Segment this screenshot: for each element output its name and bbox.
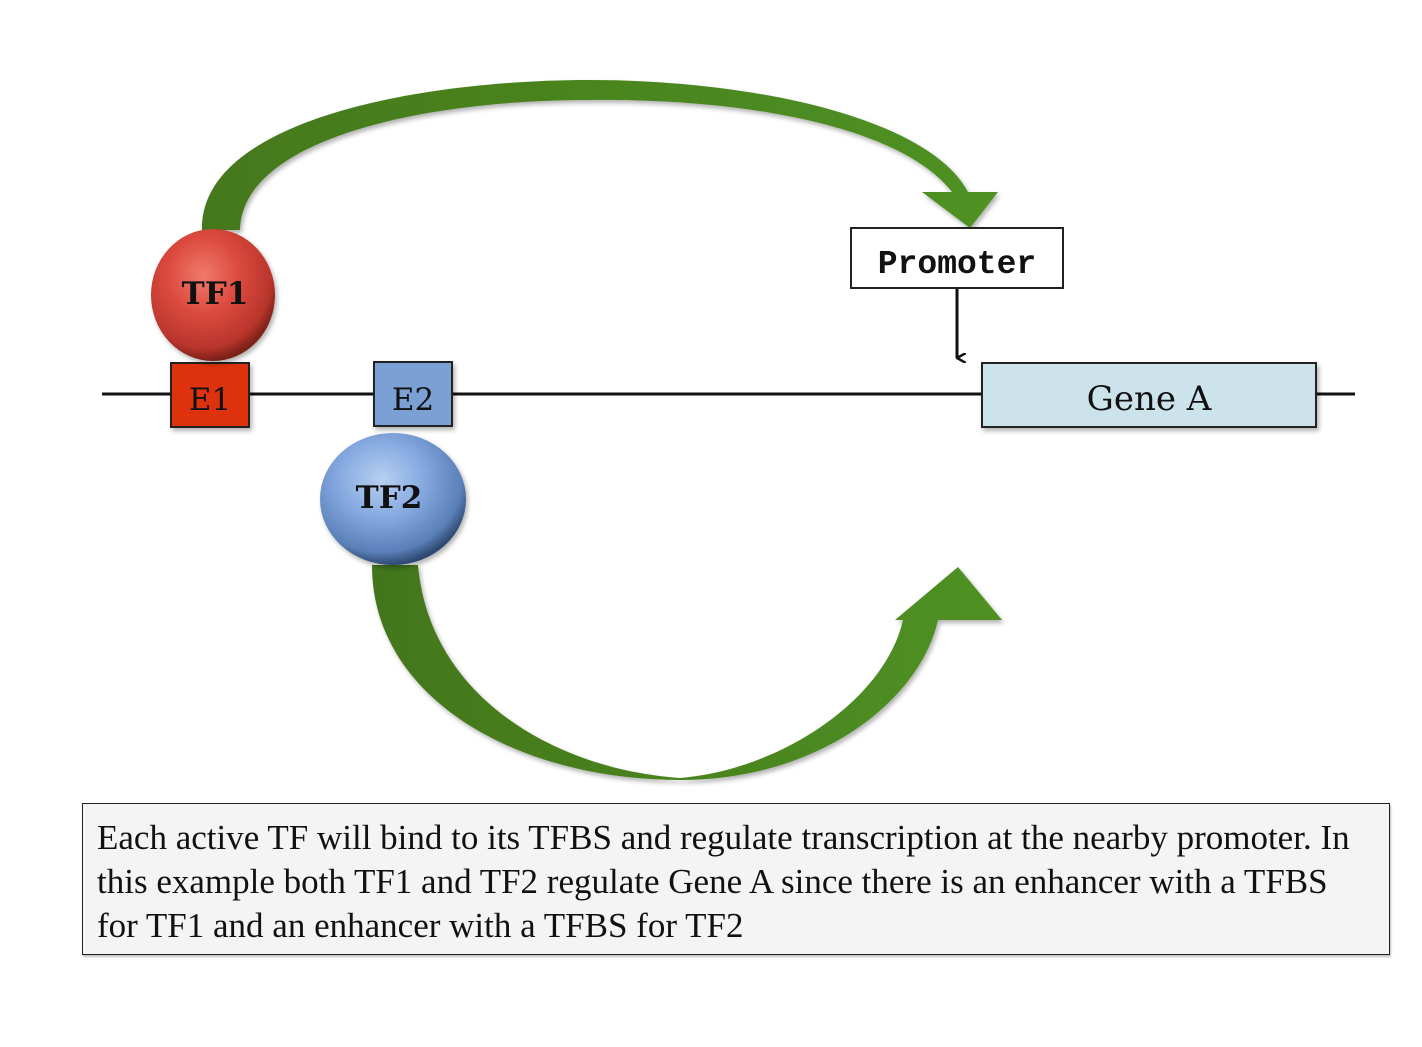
enhancer-e2-label: E2 [392,382,434,418]
enhancer-e1: E1 [170,362,250,428]
promoter-label: Promoter [878,246,1036,283]
enhancer-e2: E2 [373,361,453,427]
promoter: Promoter [850,227,1064,358]
tf1-regulation-arrow [201,80,999,230]
tf2-regulation-arrow [372,565,1002,780]
caption-text: Each active TF will bind to its TFBS and… [97,818,1350,945]
gene-a-label: Gene A [1087,379,1212,419]
tf1-label: TF1 [182,276,249,312]
tf2-label: TF2 [356,480,423,516]
gene-a: Gene A [981,362,1317,428]
caption-box: Each active TF will bind to its TFBS and… [82,803,1390,955]
enhancer-e1-label: E1 [189,382,231,418]
tf1: TF1 [151,229,275,361]
tf2: TF2 [320,433,466,565]
